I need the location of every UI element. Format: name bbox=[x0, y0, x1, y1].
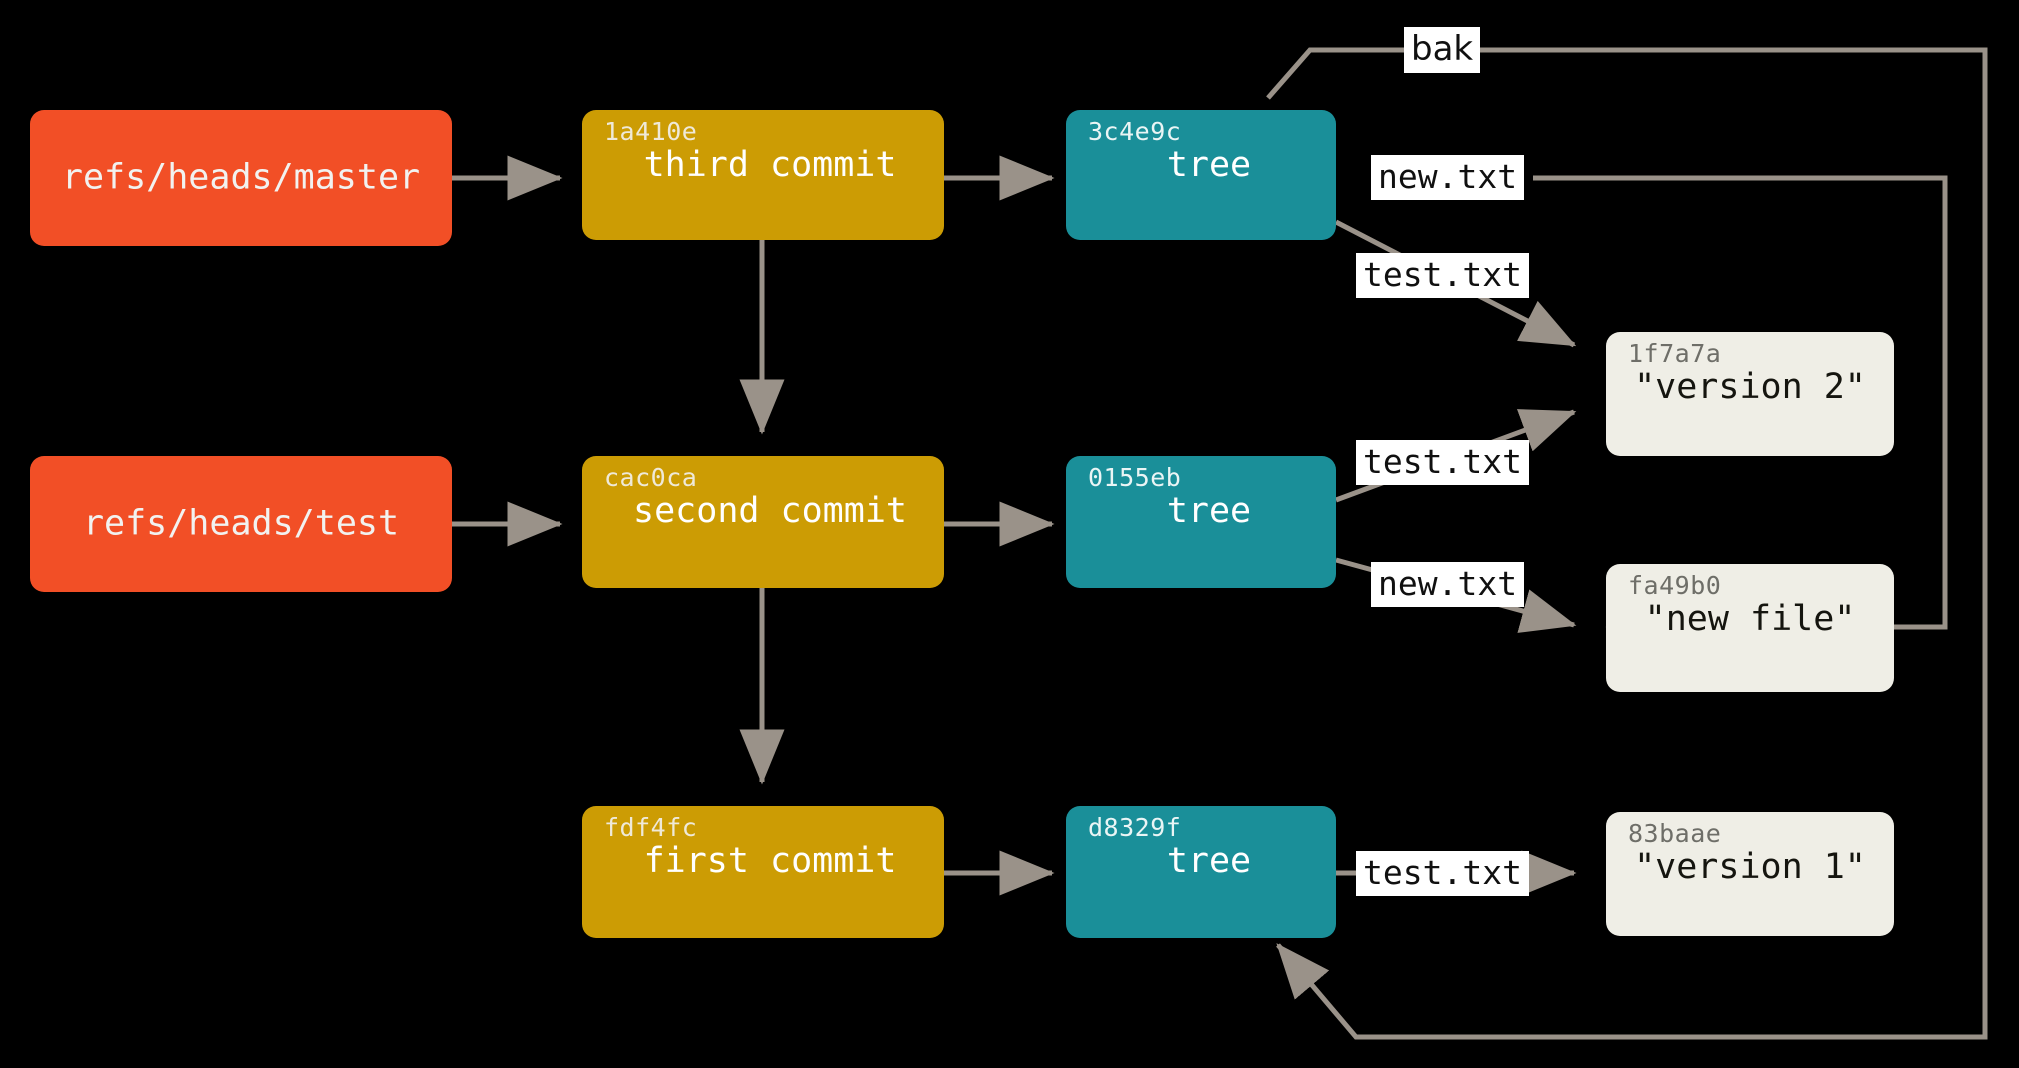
tree-0155eb-hash: 0155eb bbox=[1088, 463, 1182, 492]
node-commit-third[interactable]: 1a410e third commit bbox=[582, 110, 944, 240]
edge-label-bak: bak bbox=[1404, 27, 1481, 73]
node-commit-first[interactable]: fdf4fc first commit bbox=[582, 806, 944, 938]
tree-3c4e9c-type: tree bbox=[1166, 145, 1252, 185]
edge-label-test-txt-mid: test.txt bbox=[1356, 440, 1529, 485]
edge-label-test-txt-top: test.txt bbox=[1356, 253, 1529, 298]
tree-d8329f-hash: d8329f bbox=[1088, 813, 1182, 842]
node-commit-second[interactable]: cac0ca second commit bbox=[582, 456, 944, 588]
ref-test-label: refs/heads/test bbox=[82, 503, 400, 544]
ref-master-label: refs/heads/master bbox=[61, 157, 421, 198]
tree-d8329f-type: tree bbox=[1166, 841, 1252, 881]
commit-first-message: first commit bbox=[643, 841, 897, 881]
commit-second-hash: cac0ca bbox=[604, 463, 698, 492]
node-ref-test[interactable]: refs/heads/test bbox=[30, 456, 452, 592]
commit-third-hash: 1a410e bbox=[604, 117, 698, 146]
tree-3c4e9c-hash: 3c4e9c bbox=[1088, 117, 1182, 146]
node-ref-master[interactable]: refs/heads/master bbox=[30, 110, 452, 246]
edge-bak-diagonal-stub bbox=[1266, 47, 1360, 100]
commit-first-hash: fdf4fc bbox=[604, 813, 698, 842]
blob-1f7a7a-content: "version 2" bbox=[1634, 367, 1866, 407]
node-blob-83baae[interactable]: 83baae "version 1" bbox=[1606, 812, 1894, 936]
tree-0155eb-type: tree bbox=[1166, 491, 1252, 531]
node-tree-d8329f[interactable]: d8329f tree bbox=[1066, 806, 1336, 938]
edge-bak-to-d8329f bbox=[1276, 47, 1988, 1040]
blob-fa49b0-content: "new file" bbox=[1644, 599, 1856, 639]
commit-third-message: third commit bbox=[643, 145, 897, 185]
blob-fa49b0-hash: fa49b0 bbox=[1628, 571, 1722, 600]
node-tree-3c4e9c[interactable]: 3c4e9c tree bbox=[1066, 110, 1336, 240]
edge-label-new-txt-mid: new.txt bbox=[1371, 562, 1525, 607]
node-tree-0155eb[interactable]: 0155eb tree bbox=[1066, 456, 1336, 588]
node-blob-1f7a7a[interactable]: 1f7a7a "version 2" bbox=[1606, 332, 1894, 456]
edge-label-new-txt-top: new.txt bbox=[1371, 155, 1525, 200]
blob-83baae-content: "version 1" bbox=[1634, 847, 1866, 887]
node-blob-fa49b0[interactable]: fa49b0 "new file" bbox=[1606, 564, 1894, 692]
commit-second-message: second commit bbox=[633, 491, 907, 531]
edge-label-test-txt-bottom: test.txt bbox=[1356, 851, 1529, 896]
blob-83baae-hash: 83baae bbox=[1628, 819, 1722, 848]
blob-1f7a7a-hash: 1f7a7a bbox=[1628, 339, 1722, 368]
